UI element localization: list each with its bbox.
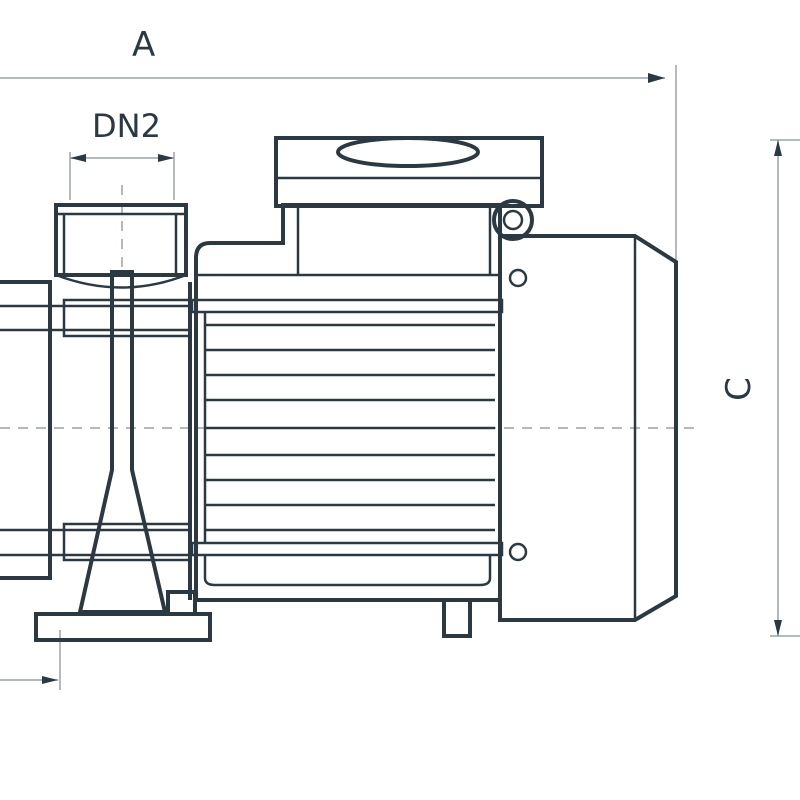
dimension-c-label: C: [718, 377, 759, 401]
pump-foot: [34, 270, 212, 642]
dimension-a-label: A: [132, 25, 156, 65]
pump-housing: [0, 280, 192, 600]
motor-body: [190, 203, 504, 638]
outlet-neck: [54, 203, 188, 289]
cooling-fins: [190, 298, 504, 587]
dimension-dn2-label: DN2: [92, 107, 161, 145]
dimension-dn2-line: [69, 152, 175, 200]
dimension-c-line: [770, 139, 800, 637]
dimension-a-line: [0, 65, 677, 260]
terminal-box: [274, 136, 544, 241]
fan-cover: [498, 234, 678, 622]
